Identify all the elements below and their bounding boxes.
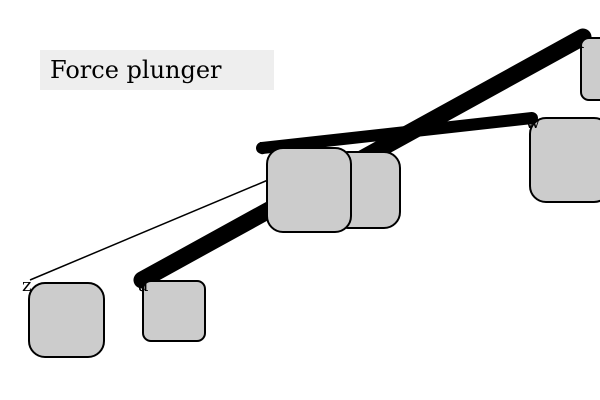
node-label-t: t <box>258 138 266 159</box>
level-title-box: Force plunger <box>40 50 274 90</box>
block-lower-left[interactable] <box>28 282 105 358</box>
node-label-x: x <box>574 32 584 53</box>
block-lower-middle[interactable] <box>142 280 206 342</box>
block-right[interactable] <box>529 117 600 203</box>
node-label-z: z <box>22 275 31 296</box>
block-top-right[interactable] <box>580 37 600 101</box>
node-label-w: w <box>525 112 541 133</box>
thick-link-t-w <box>256 112 538 154</box>
thin-link-z-t <box>29 179 269 281</box>
block-plunger[interactable] <box>266 147 352 233</box>
level-title: Force plunger <box>50 56 222 84</box>
node-label-u: u <box>137 275 149 296</box>
